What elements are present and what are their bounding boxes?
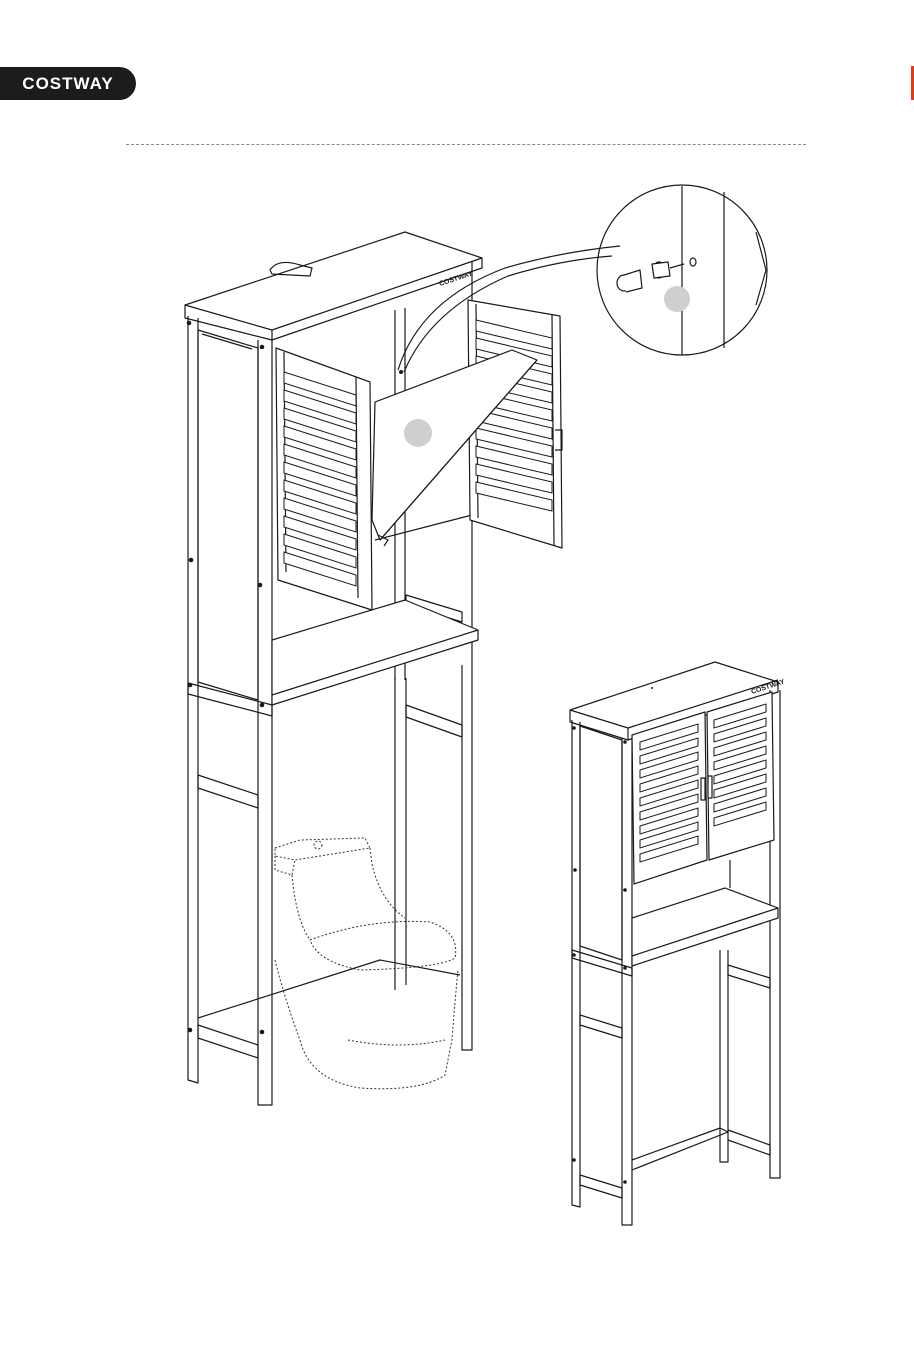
zoom-detail [597,185,767,355]
assembled-cabinet-drawing: COSTWAY [570,662,786,1225]
right-door [468,300,562,548]
callout-badge-1 [404,419,432,447]
callout-badge-2 [664,286,690,312]
main-cabinet-drawing: COSTWAY [185,232,620,1105]
left-door [276,348,372,610]
toilet-drawing [275,838,458,1089]
